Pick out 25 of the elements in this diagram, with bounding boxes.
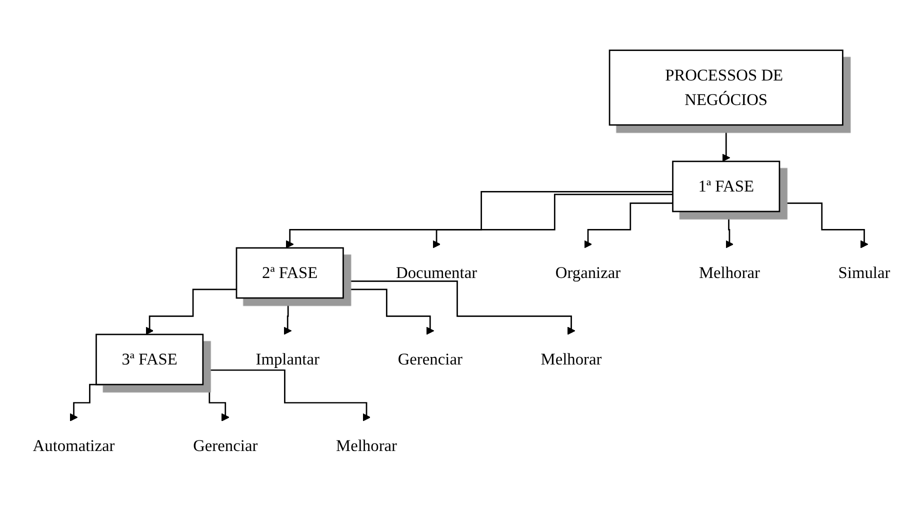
node-text: Gerenciar: [398, 350, 462, 368]
node-text: Documentar: [396, 264, 478, 282]
arrow: [779, 202, 868, 249]
arrow: [343, 289, 434, 336]
node-text: Implantar: [256, 350, 320, 368]
node-box: 1ª FASE: [672, 161, 780, 212]
arrow: [286, 191, 673, 249]
arrow: [284, 298, 292, 336]
arrow: [725, 211, 734, 249]
arrow: [202, 370, 371, 422]
node-text: Simular: [838, 264, 890, 282]
arrow: [432, 194, 673, 249]
node-text: Gerenciar: [193, 436, 258, 455]
node-text: Melhorar: [698, 264, 760, 282]
arrow: [584, 202, 673, 249]
node-box: 2ª FASE: [236, 248, 344, 300]
node-box: PROCESSOS DE NEGÓCIOS: [608, 50, 844, 126]
node-text: Automatizar: [32, 436, 115, 455]
node-text: Organizar: [555, 264, 621, 282]
arrow: [146, 289, 236, 336]
node-text: Melhorar: [540, 350, 602, 368]
arrow: [722, 124, 730, 162]
arrow: [343, 280, 576, 336]
node-text: Melhorar: [336, 436, 398, 455]
node-box: 3ª FASE: [96, 334, 204, 386]
